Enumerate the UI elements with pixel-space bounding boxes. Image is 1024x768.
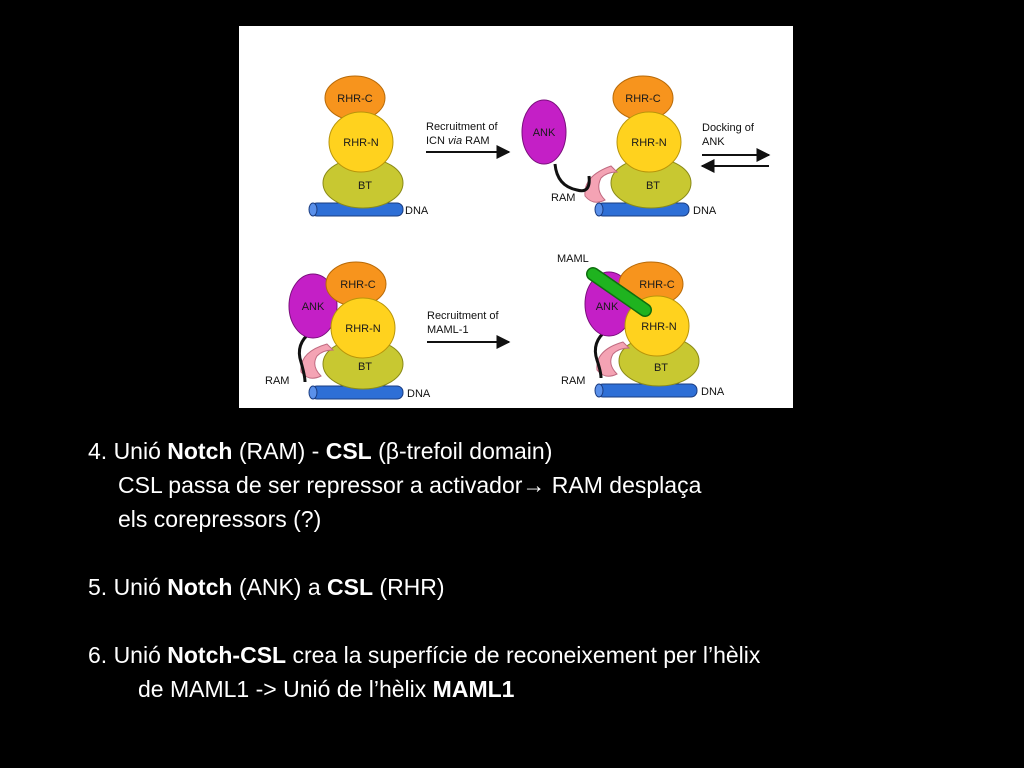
note-text: (RAM) - (232, 438, 326, 464)
dna-bar-end (594, 383, 604, 398)
panel-csl-alone: RHR-C RHR-N BT DNA (308, 75, 429, 217)
note-text: RAM desplaça (545, 472, 702, 498)
ram-label: RAM (551, 192, 575, 204)
slide-notes: 4. Unió Notch (RAM) - CSL (β-trefoil dom… (88, 434, 988, 706)
dna-label: DNA (405, 205, 429, 217)
note-text: (β-trefoil domain) (371, 438, 553, 464)
notch-csl-diagram: RHR-C RHR-N BT DNA Recruitment of ICN vi… (239, 26, 793, 408)
dna-label: DNA (701, 386, 725, 398)
rhr-c-label: RHR-C (337, 93, 372, 105)
note-text: 4. Unió (88, 438, 168, 464)
note-text: (ANK) a (232, 574, 328, 600)
note-text: (RHR) (373, 574, 445, 600)
recruit-maml-label-1: Recruitment of (427, 310, 499, 322)
note-bold-notch: Notch (167, 438, 233, 464)
ram-linker (593, 328, 608, 379)
ram-label: RAM (561, 375, 585, 387)
ram-label: RAM (265, 375, 289, 387)
rhr-n-label: RHR-N (345, 323, 380, 335)
note-bold-notch-csl: Notch-CSL (167, 642, 287, 668)
rhr-n-domain (616, 111, 682, 173)
note-item-5: 5. Unió Notch (ANK) a CSL (RHR) (88, 570, 988, 604)
note-bold-csl: CSL (327, 574, 374, 600)
recruit-icn-label-2: ICN via RAM (426, 135, 490, 147)
note-item-4: 4. Unió Notch (RAM) - CSL (β-trefoil dom… (88, 434, 988, 468)
bt-label: BT (654, 362, 668, 374)
arrow-recruit-icn: Recruitment of ICN via RAM (426, 121, 511, 159)
bt-label: BT (358, 180, 372, 192)
note-item-6-line-2: de MAML1 -> Unió de l’hèlix MAML1 (88, 672, 988, 706)
ank-label: ANK (596, 301, 619, 313)
diagram-svg: RHR-C RHR-N BT DNA Recruitment of ICN vi… (265, 75, 771, 400)
spacer (88, 604, 988, 638)
rhr-n-domain (330, 297, 396, 359)
rhr-n-domain (328, 111, 394, 173)
note-item-4-line-3: els corepressors (?) (118, 506, 322, 532)
ram-crescent (584, 165, 619, 203)
panel-maml-complex: ANK RHR-C RHR-N BT MAML RAM DNA (557, 253, 725, 398)
rhr-c-label: RHR-C (340, 279, 375, 291)
ank-label: ANK (302, 301, 325, 313)
rhr-c-label: RHR-C (625, 93, 660, 105)
note-bold-csl: CSL (325, 438, 372, 464)
ank-label: ANK (533, 127, 556, 139)
rhr-n-label: RHR-N (631, 137, 666, 149)
note-text: de MAML1 -> Unió de l’hèlix (138, 676, 433, 702)
bt-label: BT (646, 180, 660, 192)
ank-domain (521, 99, 567, 165)
note-text: CSL passa de ser repressor a activador (118, 472, 523, 498)
recruit-maml-label-2: MAML-1 (427, 324, 469, 336)
arrow-recruit-maml: Recruitment of MAML-1 (427, 310, 511, 349)
note-text: crea la superfície de reconeixement per … (286, 642, 761, 668)
rhr-c-label: RHR-C (639, 279, 674, 291)
ram-linker (553, 163, 591, 193)
right-arrow-icon: → (522, 472, 546, 498)
docking-label-2: ANK (702, 136, 725, 148)
maml-label: MAML (557, 253, 589, 265)
dna-label: DNA (693, 205, 717, 217)
maml-helix-fill (587, 268, 651, 316)
dna-bar-end (594, 202, 604, 217)
dna-bar (596, 383, 698, 398)
dna-bar-end (308, 385, 318, 400)
rhr-n-label: RHR-N (641, 321, 676, 333)
spacer (88, 536, 988, 570)
note-text: 6. Unió (88, 642, 168, 668)
ram-linker (297, 330, 312, 383)
arrow-docking-ank: Docking of ANK (700, 122, 771, 173)
ank-domain (288, 273, 338, 339)
panel-ank-docked: ANK RHR-C RHR-N BT RAM DNA (265, 261, 431, 400)
note-bold-maml1: MAML1 (432, 676, 515, 702)
note-item-4-line-2: CSL passa de ser repressor a activador→ … (88, 468, 988, 502)
rhr-n-label: RHR-N (343, 137, 378, 149)
dna-label: DNA (407, 388, 431, 400)
recruit-icn-label-1: Recruitment of (426, 121, 498, 133)
dna-bar-end (308, 202, 318, 217)
note-text: 5. Unió (88, 574, 168, 600)
bt-label: BT (358, 361, 372, 373)
docking-label-1: Docking of (702, 122, 755, 134)
note-item-6: 6. Unió Notch-CSL crea la superfície de … (88, 638, 988, 672)
panel-ram-bound: ANK RHR-C RHR-N BT RAM DNA (521, 75, 717, 217)
note-bold-notch: Notch (167, 574, 233, 600)
